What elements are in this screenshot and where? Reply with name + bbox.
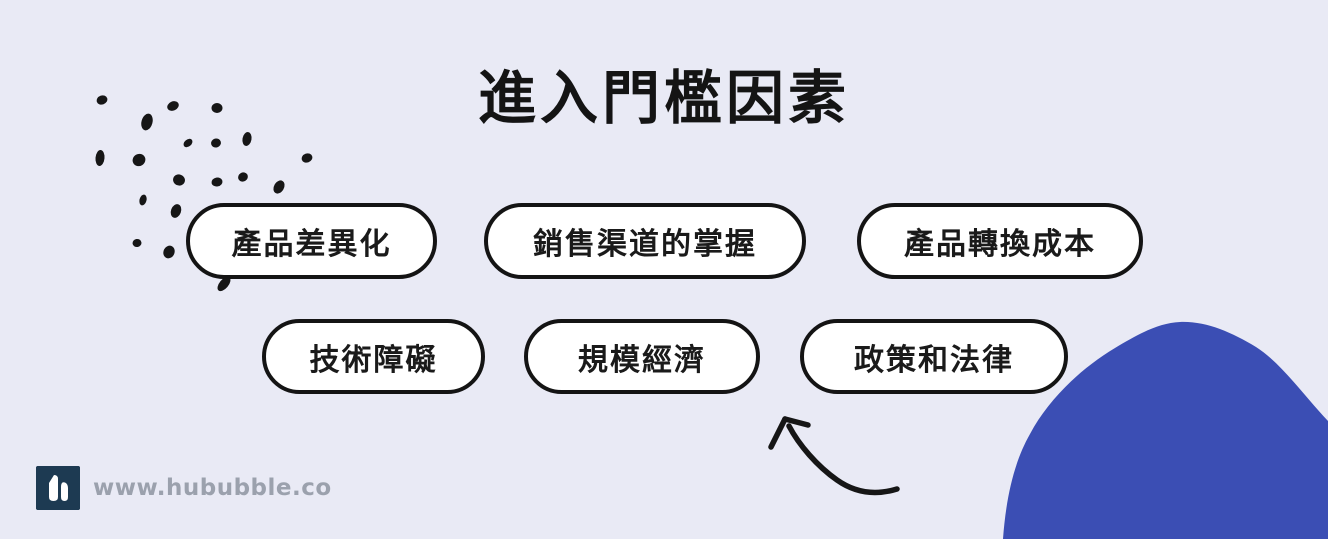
factor-pill-economies-of-scale: 規模經濟 [524, 319, 760, 394]
factor-label: 產品差異化 [231, 227, 392, 262]
site-url: www.hububble.co [93, 475, 332, 501]
factor-pill-switching-cost: 產品轉換成本 [857, 203, 1143, 279]
factor-label: 產品轉換成本 [904, 227, 1096, 262]
factor-label: 規模經濟 [578, 342, 706, 378]
factor-label: 技術障礙 [309, 342, 438, 378]
page-title: 進入門檻因素 [477, 64, 850, 132]
factor-pill-sales-channel-control: 銷售渠道的掌握 [484, 203, 806, 279]
factor-pill-policy-and-law: 政策和法律 [800, 319, 1068, 394]
hububble-logo-icon [36, 466, 80, 510]
factor-label: 政策和法律 [854, 342, 1014, 378]
factor-pill-technical-barrier: 技術障礙 [262, 319, 485, 394]
factor-pill-product-differentiation: 產品差異化 [186, 203, 437, 279]
factor-label: 銷售渠道的掌握 [533, 227, 757, 262]
footer: www.hububble.co [36, 466, 332, 510]
